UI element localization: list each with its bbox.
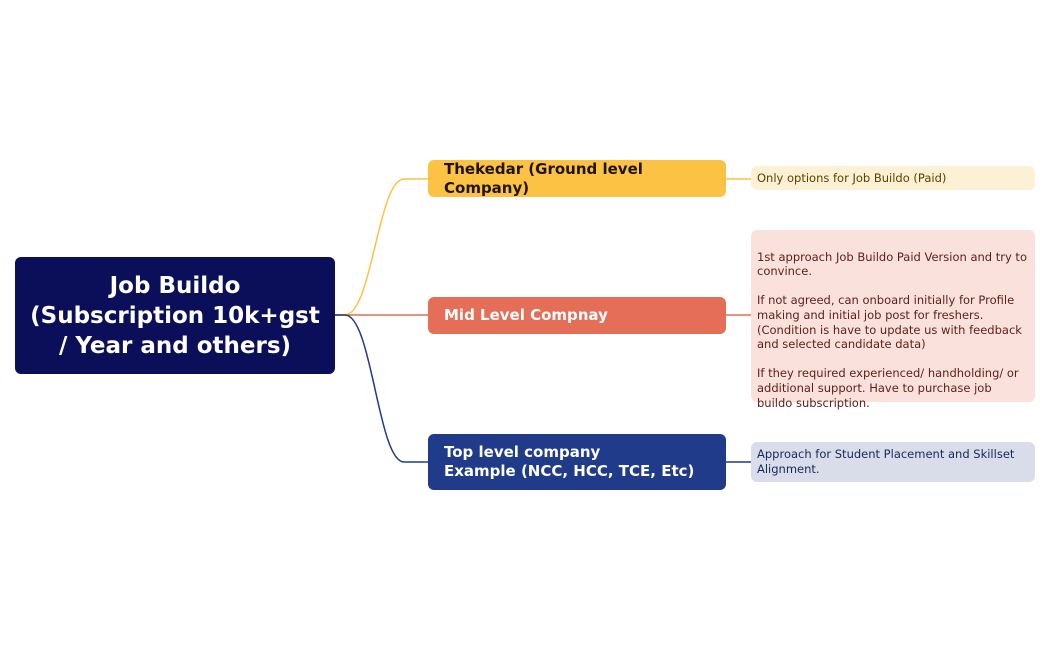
connector-root-to-top-level <box>335 314 428 463</box>
branch-mid-level-company[interactable]: Mid Level Compnay <box>428 297 726 334</box>
note-top-level-company[interactable]: Approach for Student Placement and Skill… <box>751 442 1035 482</box>
note-thekedar[interactable]: Only options for Job Buildo (Paid) <box>751 166 1035 190</box>
connector-root-to-thekedar <box>335 178 428 316</box>
branch-thekedar[interactable]: Thekedar (Ground level Company) <box>428 160 726 197</box>
note-top-level-company-text: Approach for Student Placement and Skill… <box>757 447 1015 476</box>
branch-mid-level-company-label: Mid Level Compnay <box>444 306 608 324</box>
branch-thekedar-label: Thekedar (Ground level Company) <box>444 159 643 197</box>
root-topic[interactable]: Job Buildo (Subscription 10k+gst / Year … <box>15 257 335 374</box>
root-topic-label: Job Buildo (Subscription 10k+gst / Year … <box>30 272 320 359</box>
note-mid-level-company[interactable]: 1st approach Job Buildo Paid Version and… <box>751 230 1035 410</box>
branch-top-level-company[interactable]: Top level company Example (NCC, HCC, TCE… <box>428 434 726 490</box>
note-thekedar-text: Only options for Job Buildo (Paid) <box>757 170 947 185</box>
note-mid-level-company-text: 1st approach Job Buildo Paid Version and… <box>757 249 1027 410</box>
branch-top-level-company-label: Top level company Example (NCC, HCC, TCE… <box>444 443 695 480</box>
